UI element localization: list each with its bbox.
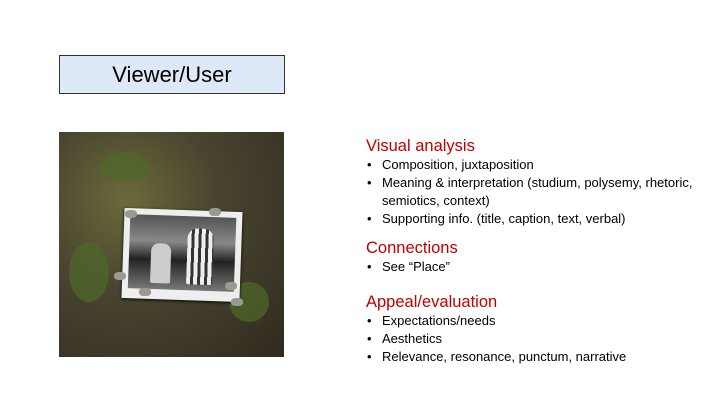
photo-print-on-grass	[59, 132, 284, 357]
bullet-item: Aesthetics	[366, 330, 706, 348]
section-heading: Connections	[366, 239, 458, 257]
section-visual-analysis: Visual analysis Composition, juxtapositi…	[366, 136, 706, 228]
bullet-item: Meaning & interpretation (studium, polys…	[366, 174, 706, 210]
bullet-item: Composition, juxtaposition	[366, 156, 706, 174]
slide-title: Viewer/User	[59, 55, 285, 94]
section-heading: Appeal/evaluation	[366, 293, 498, 311]
section-appeal-evaluation: Appeal/evaluation Expectations/needs Aes…	[366, 292, 706, 366]
bullet-item: Relevance, resonance, punctum, narrative	[366, 348, 706, 366]
section-heading: Visual analysis	[366, 137, 475, 155]
bullet-item: Supporting info. (title, caption, text, …	[366, 210, 706, 228]
bullet-item: See “Place”	[366, 258, 706, 276]
section-connections: Connections See “Place”	[366, 238, 706, 276]
content-column: Visual analysis Composition, juxtapositi…	[366, 136, 706, 376]
bullet-item: Expectations/needs	[366, 312, 706, 330]
